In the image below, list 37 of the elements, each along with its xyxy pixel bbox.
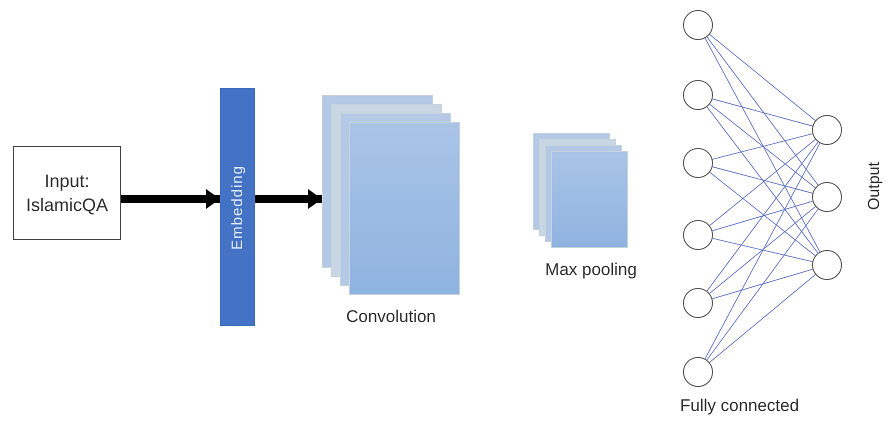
connection-line (706, 142, 818, 292)
arrow (255, 189, 322, 209)
input-box (13, 146, 121, 240)
connection-line (709, 34, 816, 121)
connection-line (709, 274, 816, 363)
embedding-bar (220, 88, 255, 326)
connection-line (712, 200, 813, 232)
connection-line (712, 98, 813, 126)
connection-line (709, 139, 816, 226)
connection-line (704, 142, 820, 360)
neuron-circle (812, 115, 842, 145)
layer-caption: Fully connected (680, 396, 800, 416)
neuron-circle (683, 80, 713, 110)
connection-line (709, 206, 816, 294)
connection-line (704, 38, 820, 252)
neuron-circle (683, 220, 713, 250)
input-label: Input: IslamicQA (24, 170, 109, 217)
neuron-circle (683, 288, 713, 318)
layer-caption: Convolution (346, 307, 436, 327)
connection-line (712, 238, 813, 262)
neuron-circle (683, 148, 713, 178)
neuron-circle (812, 182, 842, 212)
connection-line (706, 106, 818, 254)
connection-line (712, 133, 813, 160)
arrow (121, 189, 220, 209)
connection-line (706, 36, 818, 186)
neuron-circle (683, 10, 713, 40)
connection-line (712, 166, 813, 194)
connection-line (712, 268, 813, 300)
neuron-circle (683, 357, 713, 387)
connection-line (706, 208, 818, 360)
output-label: Output (866, 162, 884, 210)
layer-label: Embedding (229, 164, 246, 250)
connection-line (709, 172, 816, 256)
neuron-circle (812, 250, 842, 280)
layer-caption: Max pooling (545, 260, 637, 280)
connection-line (709, 104, 816, 188)
